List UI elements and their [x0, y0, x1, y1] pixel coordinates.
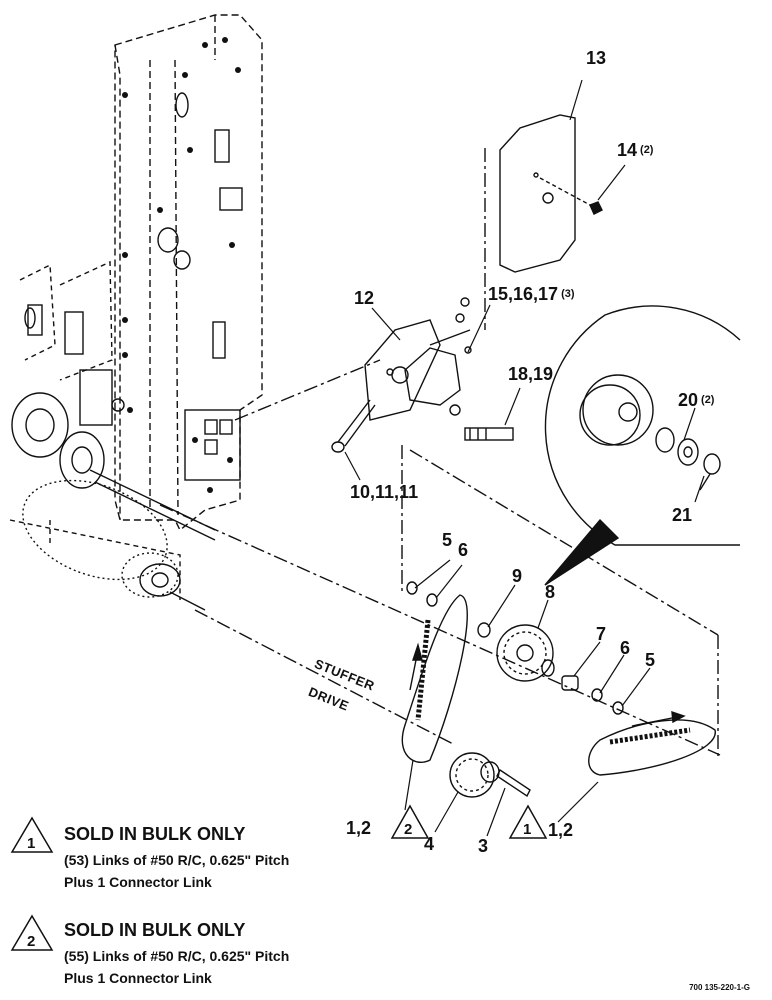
detail-view	[544, 305, 741, 586]
legend-triangle-label-1: 1	[27, 835, 35, 852]
callout-4: 4	[424, 834, 435, 854]
sprocket-part-8	[496, 624, 555, 682]
sprocket-part-4	[449, 752, 500, 798]
triangle-note-1-icon	[508, 804, 548, 839]
triangle-label-2: 2	[404, 821, 412, 838]
note-2-heading: SOLD IN BULK ONLY	[64, 920, 246, 940]
shield-part-13	[499, 114, 576, 273]
key-part-3	[496, 768, 531, 798]
shaft-assembly	[11, 369, 216, 611]
callout-15-qty: (3)	[561, 288, 575, 300]
bolt-10-11	[331, 399, 376, 453]
callout-6-upper: 6	[458, 540, 469, 560]
callout-1-2-left: 1,2	[346, 818, 372, 838]
callout-8: 8	[545, 582, 556, 602]
triangle-note-2-icon	[390, 804, 430, 839]
frame-plate	[114, 14, 263, 532]
callout-12: 12	[354, 288, 375, 308]
callout-15-16-17: 15,16,17(3)	[488, 284, 575, 304]
triangle-label-1: 1	[523, 821, 531, 838]
note-2: SOLD IN BULK ONLY (55) Links of #50 R/C,…	[12, 918, 412, 998]
callout-14: 14(2)	[617, 140, 653, 160]
callout-6-lower: 6	[620, 638, 631, 658]
callout-3: 3	[478, 836, 489, 856]
legend-triangle-label-2: 2	[27, 933, 35, 950]
note-1-heading: SOLD IN BULK ONLY	[64, 824, 246, 844]
callout-14-qty: (2)	[640, 144, 654, 156]
callout-20: 20(2)	[678, 390, 714, 410]
callout-18-19: 18,19	[508, 364, 554, 384]
callout-15-number: 15,16,17	[488, 284, 559, 304]
bolt-18-19	[464, 427, 514, 441]
frame-chain	[22, 479, 179, 598]
callout-5-lower: 5	[645, 650, 656, 670]
chain-loop-left	[401, 594, 468, 763]
callout-14-number: 14	[617, 140, 638, 160]
triangle-note-2-legend-icon	[10, 914, 54, 951]
callout-13: 13	[586, 48, 607, 68]
bracket-part-12	[364, 319, 471, 421]
note-1-line-2: Plus 1 Connector Link	[64, 874, 212, 890]
note-1-line-1: (53) Links of #50 R/C, 0.625" Pitch	[64, 852, 290, 868]
callout-20-qty: (2)	[701, 394, 715, 406]
note-1: SOLD IN BULK ONLY (53) Links of #50 R/C,…	[12, 820, 412, 910]
chain-loop-right	[588, 710, 716, 776]
note-2-line-1: (55) Links of #50 R/C, 0.625" Pitch	[64, 948, 290, 964]
callout-7: 7	[596, 624, 607, 644]
triangle-note-1-legend-icon	[10, 816, 54, 853]
left-frame	[9, 260, 181, 600]
leader-lines	[344, 79, 705, 837]
figure-reference-number: 700 135-220-1-G	[689, 983, 750, 992]
note-2-line-2: Plus 1 Connector Link	[64, 970, 212, 986]
callout-21: 21	[672, 505, 693, 525]
assembly-center-lines	[159, 148, 721, 760]
callout-1-2-right: 1,2	[548, 820, 574, 840]
callout-10-11-11: 10,11,11	[350, 482, 419, 502]
plate-holes	[122, 37, 241, 493]
washers	[406, 581, 624, 715]
note-triangles	[10, 804, 548, 951]
callout-9: 9	[512, 566, 523, 586]
callout-5-upper: 5	[442, 530, 453, 550]
callout-20-number: 20	[678, 390, 699, 410]
